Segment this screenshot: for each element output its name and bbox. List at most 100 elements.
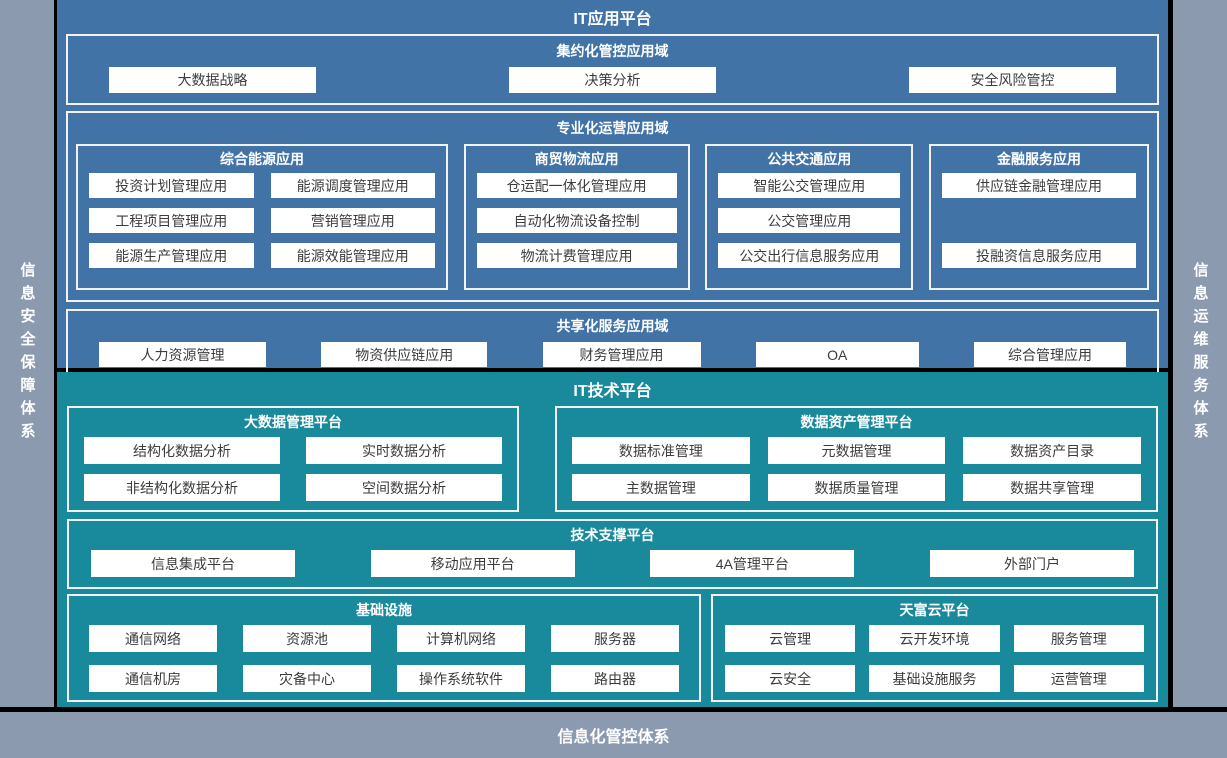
diagram-node: 能源生产管理应用 [89,243,254,268]
diagram-node: 决策分析 [509,67,716,93]
diagram-node: 操作系统软件 [397,665,525,692]
diagram-node: 非结构化数据分析 [84,474,280,501]
left-pillar-info-security: 信息安全保障体系 [0,0,54,707]
diagram-node: 营销管理应用 [270,208,435,233]
diagram-content: IT应用平台 集约化管控应用域 大数据战略 决策分析 安全风险管控 专业化运营应… [57,0,1168,707]
section-body: 通信网络 资源池 计算机网络 服务器 通信机房 灾备中心 操作系统软件 路由器 [69,625,699,692]
diagram-node: 4A管理平台 [650,550,855,577]
section-body: 信息集成平台 移动应用平台 4A管理平台 外部门户 [69,550,1156,577]
group-title: 综合能源应用 [220,151,304,167]
left-pillar-label: 信息安全保障体系 [18,261,36,446]
diagram-node: 服务管理 [1013,625,1144,652]
group-title: 商贸物流应用 [534,151,619,167]
right-pillar-label: 信息运维服务体系 [1191,261,1209,446]
diagram-node: 工程项目管理应用 [89,208,254,233]
domain-title: 集约化管控应用域 [556,43,669,59]
section-infrastructure: 基础设施 通信网络 资源池 计算机网络 服务器 通信机房 灾备中心 操作系统软件… [67,594,701,702]
section-title: 天富云平台 [899,602,970,618]
it-technology-platform-title: IT技术平台 [573,383,652,400]
diagram-node: 数据标准管理 [572,437,750,464]
it-application-platform: IT应用平台 集约化管控应用域 大数据战略 决策分析 安全风险管控 专业化运营应… [57,0,1168,379]
group-body: 智能公交管理应用 公交管理应用 公交出行信息服务应用 [707,173,911,268]
diagram-node: OA [755,342,919,367]
layout-spacer [942,208,1136,233]
diagram-node: 通信机房 [89,665,217,692]
diagram-node: 物资供应链应用 [321,342,488,367]
domain-shared-service: 共享化服务应用域 人力资源管理 物资供应链应用 财务管理应用 OA 综合管理应用 [66,309,1159,379]
domain-node-row: 人力资源管理 物资供应链应用 财务管理应用 OA 综合管理应用 [68,342,1157,377]
diagram-node: 数据资产目录 [963,437,1141,464]
diagram-node: 云管理 [725,625,856,652]
diagram-node: 实时数据分析 [306,437,502,464]
diagram-node: 云开发环境 [869,625,1000,652]
section-tianfu-cloud-platform: 天富云平台 云管理 云开发环境 服务管理 云安全 基础设施服务 运营管理 [711,594,1158,702]
diagram-node: 灾备中心 [243,665,371,692]
group-integrated-energy: 综合能源应用 投资计划管理应用 能源调度管理应用 工程项目管理应用 营销管理应用… [76,144,448,290]
diagram-node: 财务管理应用 [542,342,701,367]
diagram-node: 元数据管理 [767,437,946,464]
right-pillar-ops-service: 信息运维服务体系 [1173,0,1227,707]
diagram-node: 数据质量管理 [767,474,946,501]
section-body: 结构化数据分析 实时数据分析 非结构化数据分析 空间数据分析 [69,437,517,501]
group-title: 公共交通应用 [767,151,852,167]
diagram-node: 物流计费管理应用 [476,243,677,268]
group-body: 投资计划管理应用 能源调度管理应用 工程项目管理应用 营销管理应用 能源生产管理… [78,173,446,268]
diagram-node: 大数据战略 [109,67,316,93]
tech-row-data: 大数据管理平台 结构化数据分析 实时数据分析 非结构化数据分析 空间数据分析 数… [67,406,1158,512]
diagram-node: 人力资源管理 [99,342,266,367]
group-body: 供应链金融管理应用 投融资信息服务应用 [931,173,1147,268]
domain-intensive-control: 集约化管控应用域 大数据战略 决策分析 安全风险管控 [66,34,1159,105]
section-title: 技术支撑平台 [570,527,655,543]
group-financial-service: 金融服务应用 供应链金融管理应用 投融资信息服务应用 [928,144,1149,290]
diagram-node: 综合管理应用 [974,342,1126,367]
diagram-node: 外部门户 [929,550,1134,577]
diagram-node: 运营管理 [1013,665,1144,692]
section-bigdata-management: 大数据管理平台 结构化数据分析 实时数据分析 非结构化数据分析 空间数据分析 [67,406,519,512]
domain-groups: 综合能源应用 投资计划管理应用 能源调度管理应用 工程项目管理应用 营销管理应用… [68,144,1157,300]
diagram-node: 投融资信息服务应用 [941,243,1136,268]
diagram-node: 供应链金融管理应用 [941,173,1136,198]
group-trade-logistics: 商贸物流应用 仓运配一体化管理应用 自动化物流设备控制 物流计费管理应用 [463,144,690,290]
domain-node-row: 大数据战略 决策分析 安全风险管控 [68,67,1157,103]
diagram-node: 云安全 [725,665,856,692]
tech-row-infrastructure: 基础设施 通信网络 资源池 计算机网络 服务器 通信机房 灾备中心 操作系统软件… [67,594,1158,702]
diagram-node: 路由器 [551,665,679,692]
domain-title: 共享化服务应用域 [556,318,669,334]
section-title: 基础设施 [356,602,412,618]
diagram-node: 智能公交管理应用 [718,173,901,198]
diagram-node: 公交管理应用 [718,208,901,233]
group-public-transport: 公共交通应用 智能公交管理应用 公交管理应用 公交出行信息服务应用 [705,144,914,290]
diagram-node: 计算机网络 [397,625,525,652]
bottom-pillar-it-governance: 信息化管控体系 [0,712,1227,758]
diagram-node: 自动化物流设备控制 [476,208,677,233]
diagram-node: 资源池 [243,625,371,652]
group-title: 金融服务应用 [996,151,1081,167]
diagram-node: 主数据管理 [572,474,750,501]
domain-title: 专业化运营应用域 [556,120,669,136]
diagram-node: 能源调度管理应用 [270,173,435,198]
bottom-pillar-label: 信息化管控体系 [557,729,670,746]
it-technology-platform: IT技术平台 大数据管理平台 结构化数据分析 实时数据分析 非结构化数据分析 空… [57,372,1168,707]
diagram-node: 安全风险管控 [909,67,1116,93]
diagram-node: 服务器 [551,625,679,652]
it-application-platform-title: IT应用平台 [573,11,652,28]
diagram-node: 能源效能管理应用 [270,243,435,268]
diagram-node: 仓运配一体化管理应用 [476,173,677,198]
section-body: 云管理 云开发环境 服务管理 云安全 基础设施服务 运营管理 [713,625,1156,692]
diagram-node: 投资计划管理应用 [89,173,254,198]
section-body: 数据标准管理 元数据管理 数据资产目录 主数据管理 数据质量管理 数据共享管理 [557,437,1156,501]
section-title: 大数据管理平台 [244,414,342,430]
diagram-node: 数据共享管理 [963,474,1141,501]
diagram-node: 公交出行信息服务应用 [718,243,901,268]
diagram-node: 结构化数据分析 [84,437,280,464]
diagram-node: 空间数据分析 [306,474,502,501]
diagram-node: 通信网络 [89,625,217,652]
section-tech-support-platform: 技术支撑平台 信息集成平台 移动应用平台 4A管理平台 外部门户 [67,519,1158,589]
diagram-node: 信息集成平台 [91,550,295,577]
diagram-node: 移动应用平台 [370,550,575,577]
section-title: 数据资产管理平台 [800,414,913,430]
domain-specialized-operation: 专业化运营应用域 综合能源应用 投资计划管理应用 能源调度管理应用 工程项目管理… [66,111,1159,302]
section-data-asset-management: 数据资产管理平台 数据标准管理 元数据管理 数据资产目录 主数据管理 数据质量管… [555,406,1158,512]
group-body: 仓运配一体化管理应用 自动化物流设备控制 物流计费管理应用 [466,173,688,268]
diagram-node: 基础设施服务 [869,665,1000,692]
